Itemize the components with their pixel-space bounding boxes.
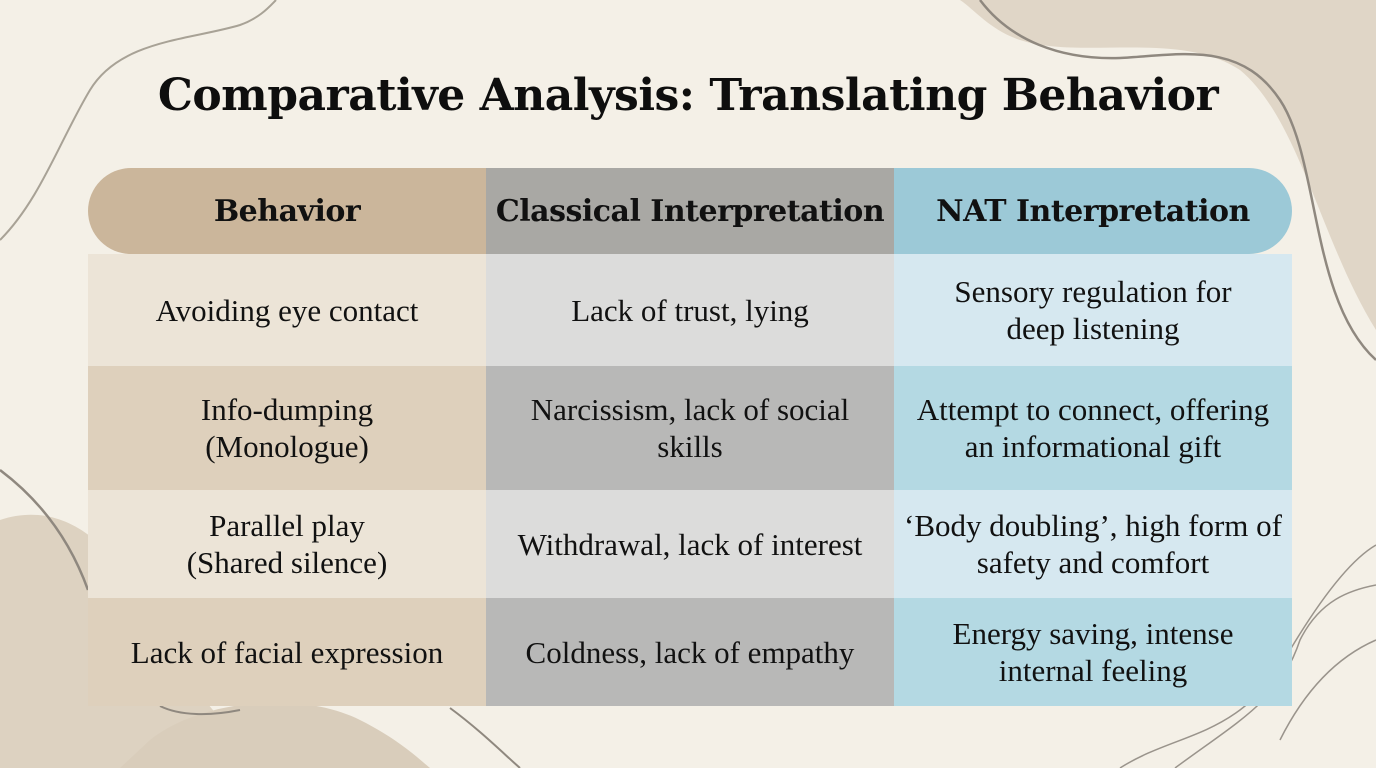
bottom-blob — [120, 702, 430, 768]
row3-classical: Withdrawal, lack of interest — [486, 490, 894, 598]
row1-classical: Lack of trust, lying — [486, 254, 894, 366]
slide-title: Comparative Analysis: Translating Behavi… — [157, 70, 1219, 121]
left-curve — [0, 469, 90, 591]
right-wave-3 — [1279, 639, 1376, 741]
bottom-curve — [159, 705, 241, 716]
row4-nat: Energy saving, intense internal feeling — [894, 598, 1292, 706]
row4-behavior: Lack of facial expression — [88, 598, 486, 706]
top-right-blob — [960, 0, 1376, 330]
comparison-table: Behavior Classical Interpretation NAT In… — [88, 168, 1292, 706]
row3-nat: ‘Body doubling’, high form of safety and… — [894, 490, 1292, 598]
header-nat-interpretation: NAT Interpretation — [894, 168, 1292, 254]
row2-nat: Attempt to connect, offering an informat… — [894, 366, 1292, 490]
row1-behavior: Avoiding eye contact — [88, 254, 486, 366]
bottom-mid-curve — [449, 707, 521, 768]
row1-nat: Sensory regulation for deep listening — [894, 254, 1292, 366]
header-behavior: Behavior — [88, 168, 486, 254]
row2-behavior: Info-dumping (Monologue) — [88, 366, 486, 490]
row2-classical: Narcissism, lack of social skills — [486, 366, 894, 490]
header-classical-interpretation: Classical Interpretation — [486, 168, 894, 254]
top-left-curve — [0, 0, 277, 241]
row4-classical: Coldness, lack of empathy — [486, 598, 894, 706]
top-right-curve — [979, 0, 1376, 361]
row3-behavior: Parallel play (Shared silence) — [88, 490, 486, 598]
right-wave-2 — [1174, 584, 1376, 768]
